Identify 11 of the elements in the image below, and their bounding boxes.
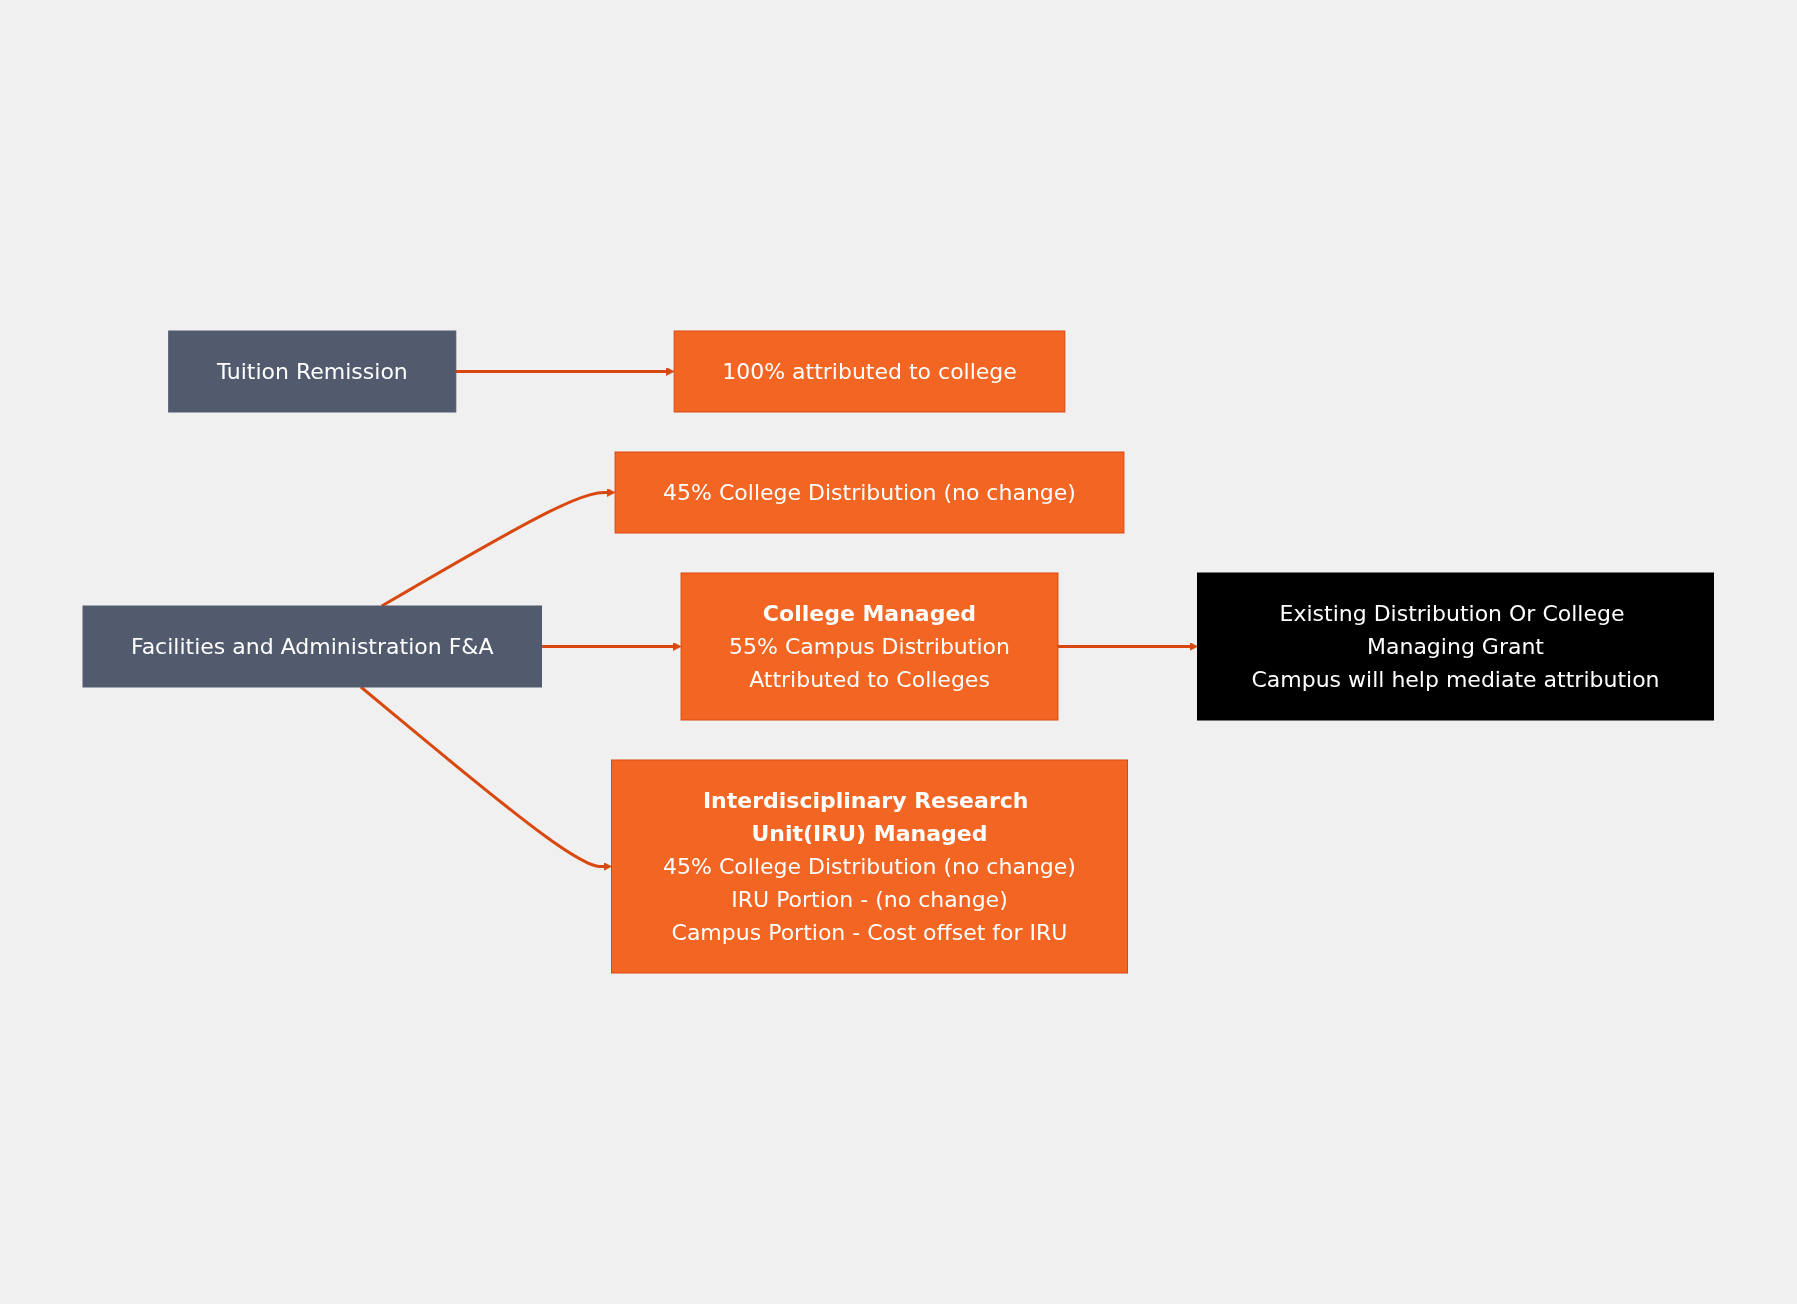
node-box: Facilities and Administration F&A (82, 605, 543, 688)
node-box: Existing Distribution Or College Managing Grant Campus will help mediate attribution (1197, 572, 1715, 721)
node-box: College Managed 55% Campus Distribution Attributed to Colleges (680, 572, 1059, 721)
arrow (456, 367, 675, 376)
node-box: Interdisciplinary Research Unit(IRU) Managed 45% College Distribution (no change) IRU Portion - (no change) Campus Portion - Cost offset for IRU (611, 759, 1129, 974)
arrow (381, 488, 616, 608)
arrow (541, 642, 682, 651)
node-box: Tuition Remission (168, 330, 457, 413)
node-box: 100% attributed to college (673, 330, 1066, 413)
arrow (1058, 642, 1199, 651)
node-box: 45% College Distribution (no change) (614, 451, 1125, 534)
